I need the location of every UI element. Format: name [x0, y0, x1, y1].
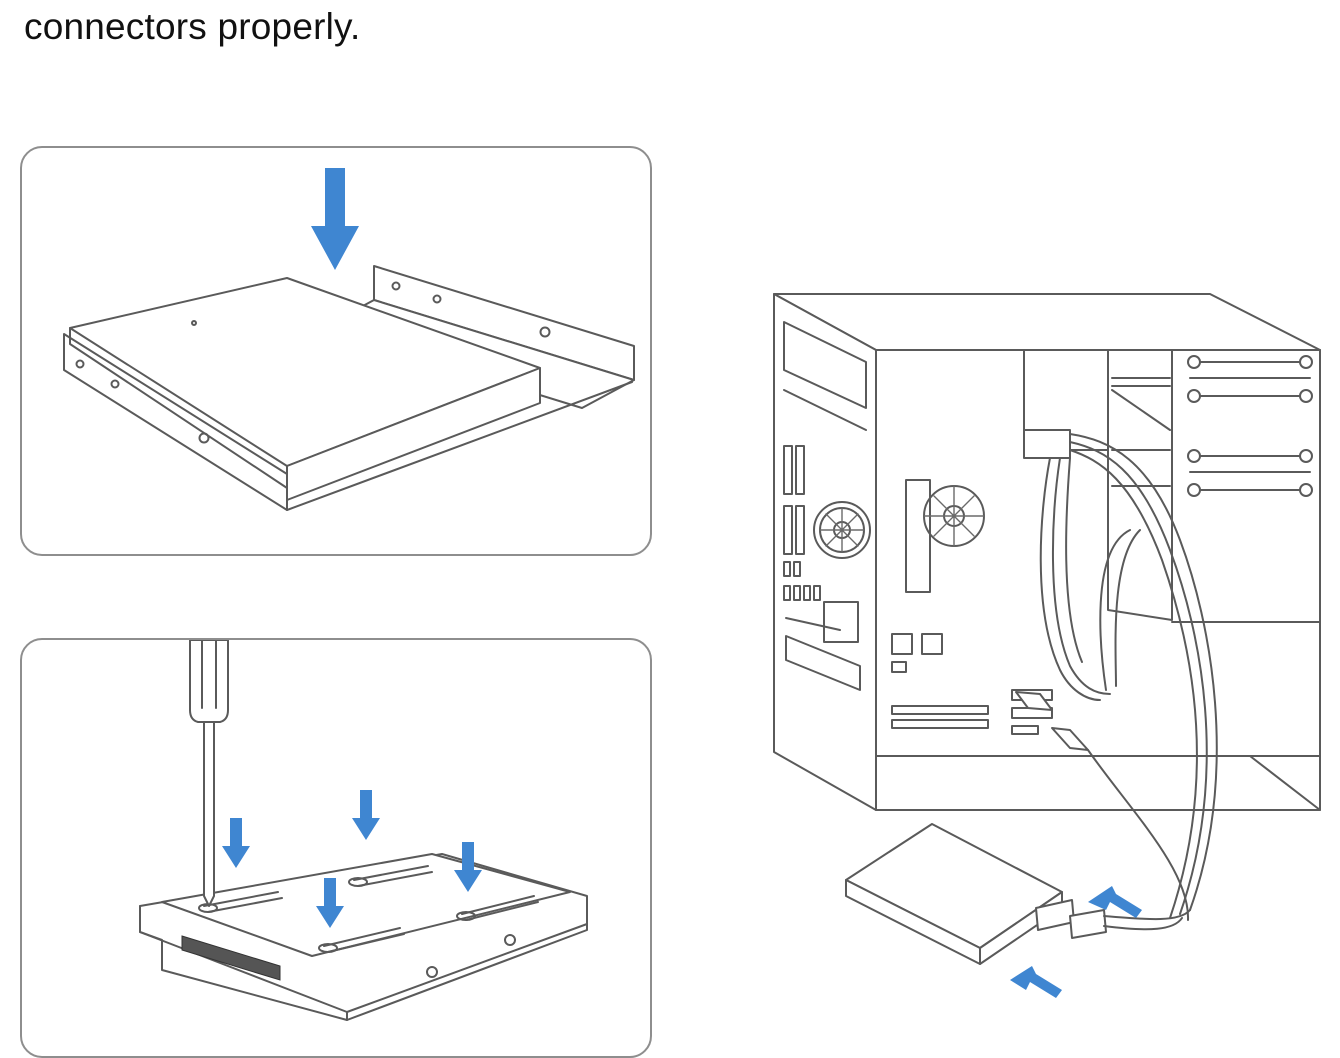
step-panel-insert-drive — [20, 146, 652, 556]
down-arrow-icon — [311, 168, 359, 270]
down-arrow-icon — [454, 842, 482, 892]
screw-fastening-icon — [139, 640, 588, 1021]
down-arrow-icon — [222, 818, 250, 868]
screwdriver-icon — [189, 640, 229, 723]
ssd-into-bracket-icon — [63, 168, 635, 511]
pc-case-cable-connection-icon — [773, 293, 1321, 998]
arrow-icon — [1010, 966, 1062, 998]
case-interior — [875, 349, 1321, 811]
down-arrow-icon — [316, 878, 344, 928]
arrow-icon — [1088, 886, 1142, 918]
instruction-text: connectors properly. — [24, 6, 361, 47]
down-arrow-icon — [352, 790, 380, 840]
step-panel-fasten-screws — [20, 638, 652, 1058]
fan-icon — [813, 501, 871, 559]
